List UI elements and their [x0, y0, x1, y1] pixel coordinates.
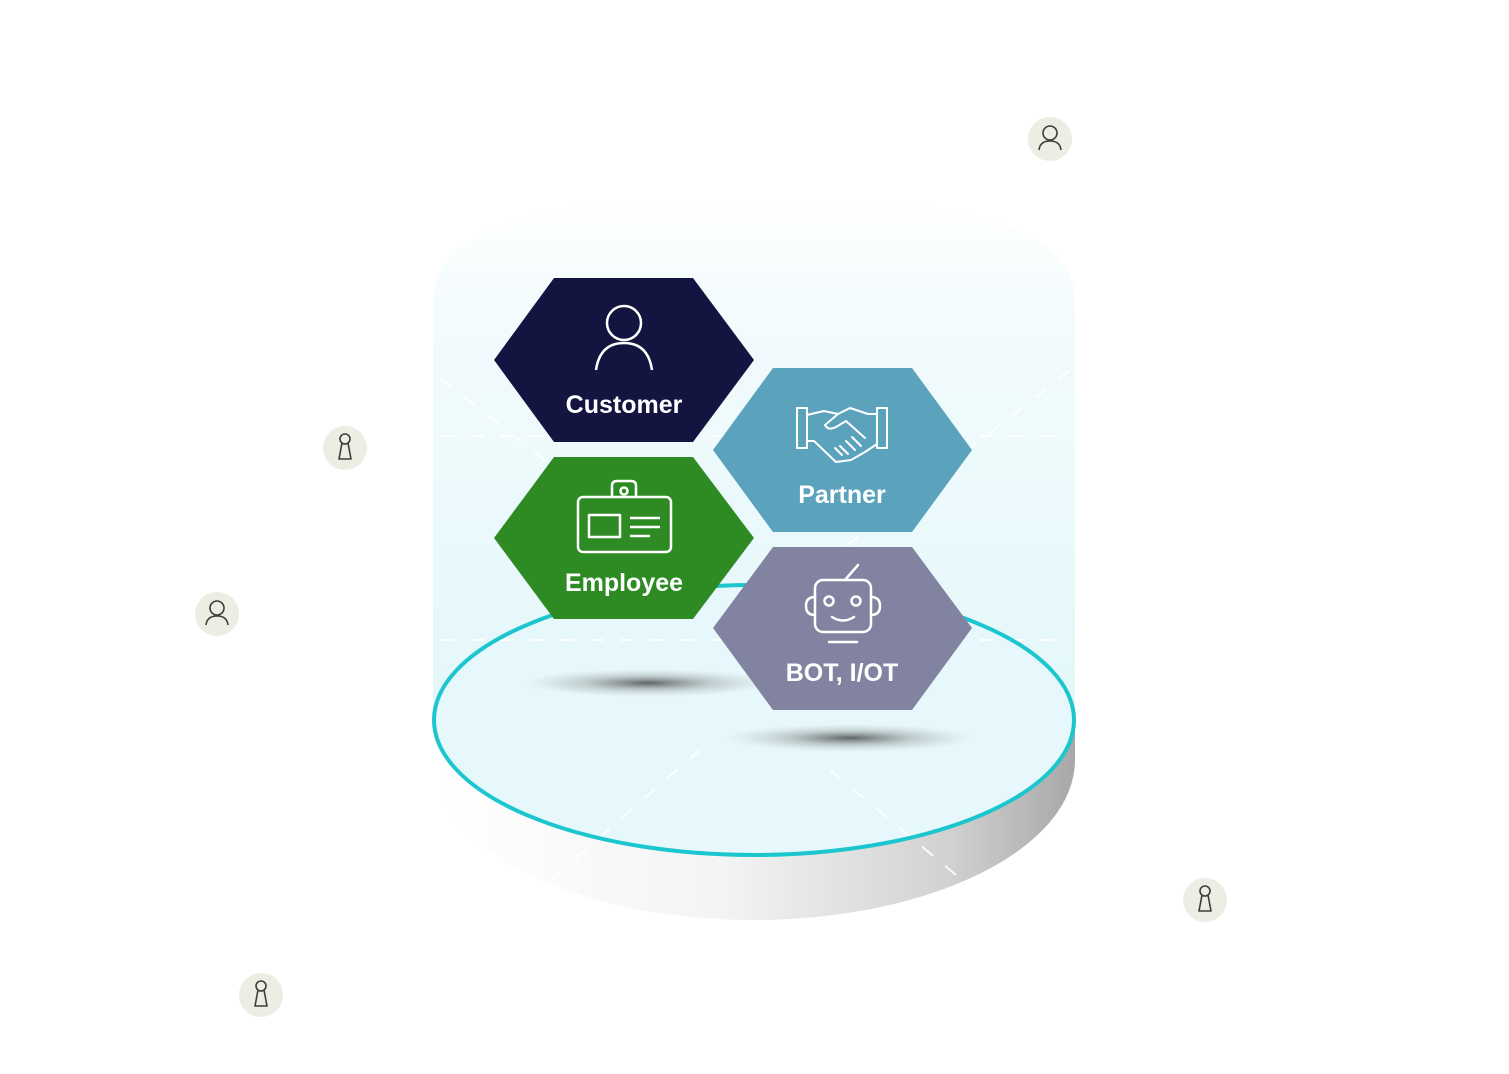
person-icon [594, 304, 654, 371]
hex-label-bot: BOT, I/OT [786, 659, 899, 687]
hex-shadow-left [523, 669, 773, 697]
hex-label-partner: Partner [798, 481, 886, 509]
hex-label-employee: Employee [565, 569, 683, 597]
hex-shadow-right [725, 724, 975, 752]
badge-keyhole-bottom-left [239, 973, 283, 1017]
badge-person-top-right [1028, 117, 1072, 161]
badge-person-left [195, 592, 239, 636]
hex-customer: Customer [494, 278, 754, 442]
dashed-guides [439, 369, 1071, 886]
hex-partner: Partner [713, 368, 972, 532]
handshake-icon [796, 407, 888, 463]
keyhole-icon [254, 980, 268, 1007]
person-icon [205, 600, 229, 626]
robot-icon [804, 563, 882, 644]
platform-side [433, 720, 1075, 920]
badge-keyhole-bottom-right [1183, 878, 1227, 922]
hex-employee: Employee [494, 457, 754, 619]
keyhole-icon [338, 433, 352, 460]
hex-bot: BOT, I/OT [713, 547, 972, 710]
id-badge-icon [576, 479, 673, 554]
keyhole-icon [1198, 885, 1212, 912]
badge-keyhole-left [323, 426, 367, 470]
hex-label-customer: Customer [566, 391, 683, 419]
person-icon [1038, 125, 1062, 151]
